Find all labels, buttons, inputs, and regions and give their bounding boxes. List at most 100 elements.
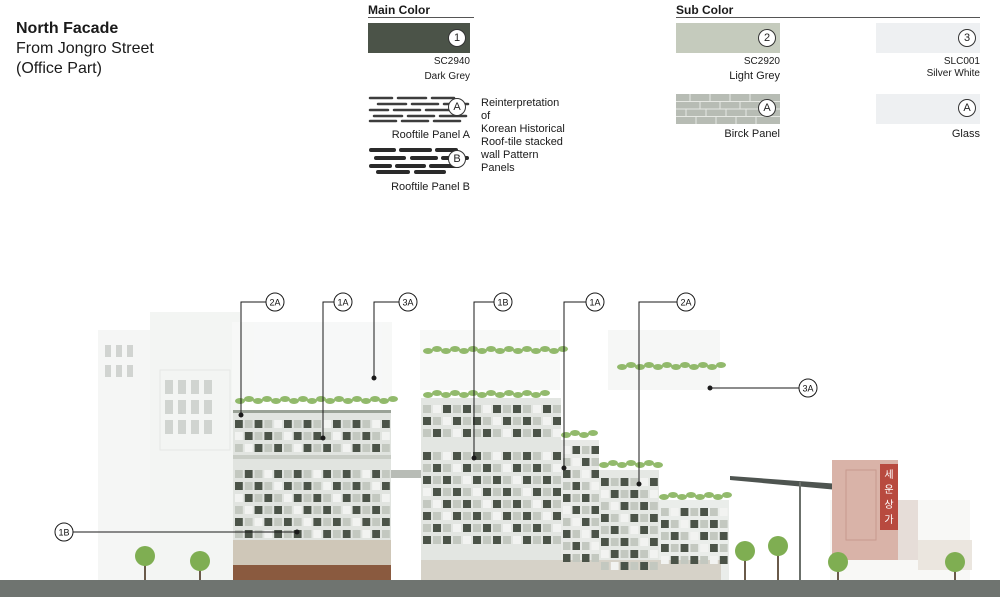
facade-panel (362, 470, 371, 478)
facade-panel (650, 538, 658, 546)
facade-panel (362, 432, 371, 440)
facade-panel (372, 432, 380, 440)
facade-panel (333, 506, 341, 514)
facade-panel (591, 506, 599, 514)
facade-panel (342, 518, 351, 526)
facade-panel (443, 512, 451, 520)
facade-panel (553, 524, 561, 532)
facade-panel (453, 452, 461, 460)
facade-panel (333, 530, 341, 538)
facade-panel (274, 518, 282, 526)
facade-panel (473, 417, 481, 425)
facade-panel (533, 405, 541, 413)
facade-panel (661, 544, 669, 552)
facade-panel (601, 514, 609, 522)
facade-panel (640, 550, 648, 558)
facade-panel (473, 405, 481, 413)
facade-panel (293, 506, 302, 514)
shrub (668, 492, 678, 498)
facade-panel (352, 530, 361, 538)
swatch-code: SLC001 (943, 56, 980, 67)
shrub (504, 346, 514, 352)
facade-panel (503, 536, 511, 544)
facade-panel (582, 446, 590, 454)
facade-panel (572, 554, 580, 562)
callout-label: 1B (497, 298, 508, 308)
facade-panel (543, 417, 551, 425)
dark-grey-swatch: 1 (368, 23, 470, 53)
facade-panel (572, 542, 580, 550)
street-trees (135, 536, 965, 580)
callout-circle (333, 292, 353, 312)
facade-panel (700, 532, 708, 540)
facade-panel (630, 562, 639, 570)
facade-panel (423, 536, 431, 544)
facade-panel (423, 524, 431, 532)
facade-panel (582, 494, 590, 502)
facade-panel (235, 530, 243, 538)
facade-panel (352, 518, 361, 526)
callout-dots (238, 375, 713, 535)
facade-panel (700, 508, 708, 516)
facade-panel (591, 554, 599, 562)
facade-panel (513, 500, 521, 508)
shrub (716, 362, 726, 368)
facade-panel (254, 482, 263, 490)
facade-panel (670, 544, 679, 552)
facade-panel (610, 490, 619, 498)
facade-panel (264, 494, 273, 502)
facade-panel (264, 432, 273, 440)
facade-panel (352, 482, 361, 490)
facade-panel (303, 482, 312, 490)
facade-panel (254, 494, 263, 502)
facade-panel (483, 417, 491, 425)
facade-panel (661, 508, 669, 516)
facade-panel (640, 490, 648, 498)
facade-panel (303, 518, 312, 526)
shrub (522, 346, 532, 352)
facade-panel (235, 518, 243, 526)
facade-panel (264, 530, 273, 538)
facade-panel (582, 470, 590, 478)
facade-panel (443, 488, 451, 496)
facade-panel (690, 556, 699, 564)
facade-panel (563, 446, 571, 454)
facade-panel (661, 556, 669, 564)
facade-panel (650, 514, 658, 522)
facade-panel (423, 500, 431, 508)
facade-panel (572, 494, 580, 502)
facade-panel (710, 508, 718, 516)
facade-panel (680, 556, 689, 564)
facade-panel (533, 488, 541, 496)
facade-panel (382, 420, 390, 428)
shrub (704, 492, 714, 498)
facade-panel (342, 420, 351, 428)
shrub (468, 346, 478, 352)
facade-panel (582, 542, 590, 550)
shrub (695, 494, 705, 500)
facade-panel (553, 536, 561, 544)
swatch-code: SC2940 (433, 56, 470, 67)
facade-panel (572, 458, 580, 466)
shrub (540, 346, 550, 352)
facade-panel (503, 476, 511, 484)
facade-panel (719, 508, 728, 516)
shrub (289, 398, 299, 404)
facade-panel (274, 530, 282, 538)
tree-crown (768, 536, 788, 556)
brick-panel-badge: A (758, 99, 776, 117)
facade-panel (352, 420, 361, 428)
facade-panel (710, 556, 718, 564)
shrub (262, 396, 272, 402)
facade-panel (463, 476, 471, 484)
facade-panel (323, 482, 331, 490)
facade-panel (543, 464, 551, 472)
facade-panel (352, 506, 361, 514)
facade-panel (333, 444, 341, 452)
shrub (558, 346, 568, 352)
shrub (388, 396, 398, 402)
title-line-2: From Jongro Street (16, 40, 154, 57)
facade-panel (572, 518, 580, 526)
callout-circle (265, 292, 285, 312)
shrub (441, 348, 451, 354)
